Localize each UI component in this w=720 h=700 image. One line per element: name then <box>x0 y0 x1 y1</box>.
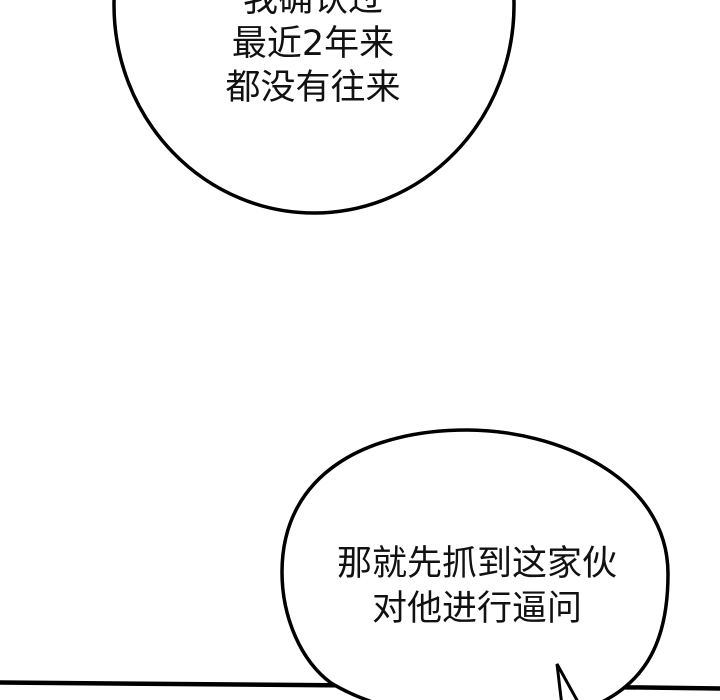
top-speech-bubble <box>112 0 516 215</box>
dialogue-line: 我确认过 <box>242 0 383 20</box>
panel-border-line-left <box>0 680 361 688</box>
dialogue-line: 最近2年来 <box>231 24 395 64</box>
dialogue-line: 对他进行逼问 <box>371 589 582 629</box>
bottom-speech-bubble <box>280 428 670 700</box>
top-bubble-text: 我确认过 最近2年来 都没有往来 <box>113 0 513 110</box>
dialogue-line: 都没有往来 <box>225 68 401 108</box>
dialogue-line: 那就先抓到这家伙 <box>336 544 617 584</box>
bottom-bubble-text: 那就先抓到这家伙 对他进行逼问 <box>257 542 697 632</box>
bottom-bubble-tail <box>555 663 579 700</box>
